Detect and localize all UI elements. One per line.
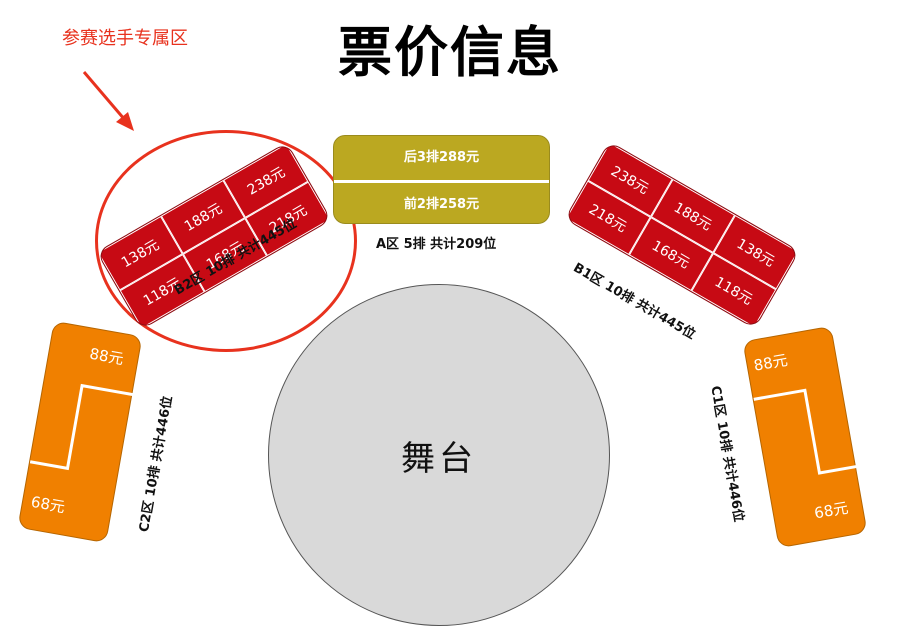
zone-a-front-rows[interactable]: 前2排258元 [403, 197, 480, 212]
zone-a-back-rows[interactable]: 后3排288元 [403, 150, 480, 165]
zone-c1[interactable]: 88元 68元 [742, 325, 868, 549]
zone-a-caption: A区 5排 共计209位 [376, 237, 497, 252]
stage-label: 舞台 [401, 438, 477, 479]
contestant-area-annotation: 参赛选手专属区 [62, 28, 188, 49]
zone-c1-divider [753, 388, 858, 475]
page-title: 票价信息 [338, 20, 562, 84]
zone-c2[interactable]: 88元 68元 [17, 320, 143, 544]
zone-c2-divider [29, 383, 134, 471]
zone-a-divider [334, 180, 549, 183]
contestant-area-highlight [95, 130, 357, 352]
zone-a[interactable]: 后3排288元 前2排258元 [333, 135, 550, 224]
stage: 舞台 [268, 284, 610, 626]
